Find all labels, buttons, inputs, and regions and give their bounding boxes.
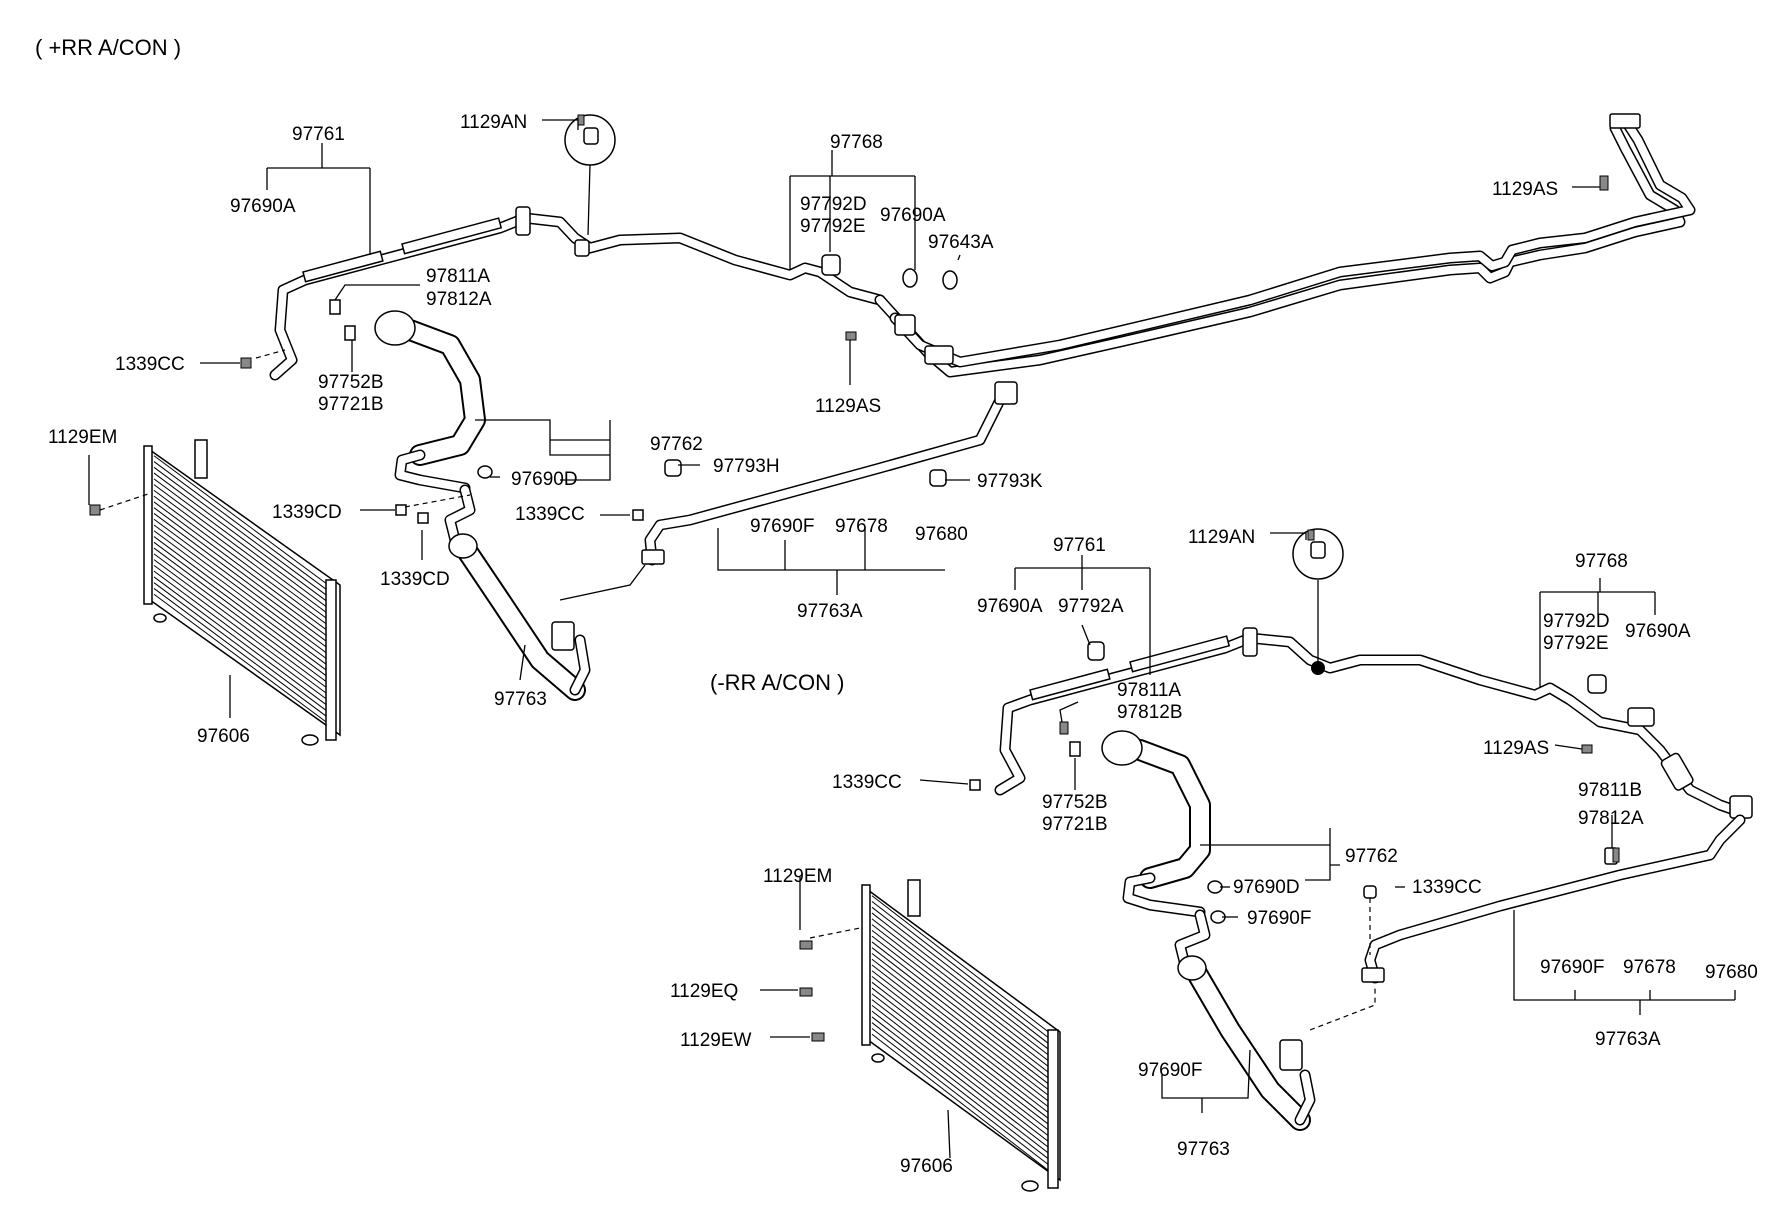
label-97690d: 97690D bbox=[511, 469, 578, 490]
label-97792e-b: 97792E bbox=[1543, 633, 1609, 654]
label-97690a: 97690A bbox=[230, 196, 296, 217]
label-97812b-b: 97812B bbox=[1117, 702, 1183, 723]
label-1129an: 1129AN bbox=[460, 112, 527, 133]
condenser-top bbox=[143, 439, 341, 746]
label-97690d-b: 97690D bbox=[1233, 877, 1300, 898]
label-97792e: 97792E bbox=[800, 216, 866, 237]
label-97792d-b: 97792D bbox=[1543, 611, 1610, 632]
discharge-hose-97762 bbox=[374, 310, 486, 494]
suction-line-97763a-b bbox=[1361, 814, 1746, 984]
label-1339cc-2: 1339CC bbox=[515, 504, 585, 525]
label-97606: 97606 bbox=[197, 726, 250, 747]
label-97690f-3-b: 97690F bbox=[1138, 1060, 1202, 1081]
liquid-line-97761-b bbox=[994, 627, 1753, 819]
label-97752b-b: 97752B bbox=[1042, 792, 1108, 813]
label-1129em-b: 1129EM bbox=[763, 866, 832, 887]
label-97761-b: 97761 bbox=[1053, 535, 1106, 556]
label-97678-b: 97678 bbox=[1623, 957, 1676, 978]
label-97752b: 97752B bbox=[318, 372, 384, 393]
label-97811a-b: 97811A bbox=[1117, 680, 1181, 701]
top-assembly: 97761 97690A 1129AN 97768 97792D 97792E … bbox=[48, 112, 1696, 747]
rear-line-top bbox=[874, 113, 1696, 378]
label-1339cc-2-b: 1339CC bbox=[1412, 877, 1482, 898]
label-97763a-b: 97763A bbox=[1595, 1029, 1661, 1050]
label-1129as: 1129AS bbox=[1492, 179, 1558, 200]
label-97793k: 97793K bbox=[977, 471, 1043, 492]
hose-97763-b bbox=[1174, 909, 1316, 1131]
leader-lines-top bbox=[88, 119, 1600, 718]
leader-lines-bottom bbox=[760, 532, 1736, 1159]
label-97680: 97680 bbox=[915, 524, 968, 545]
label-97763: 97763 bbox=[494, 689, 547, 710]
label-97768-b: 97768 bbox=[1575, 551, 1628, 572]
condenser-bottom bbox=[861, 879, 1061, 1192]
label-97768: 97768 bbox=[830, 132, 883, 153]
label-97762: 97762 bbox=[650, 434, 703, 455]
section-title-without-rear-ac: (-RR A/CON ) bbox=[710, 670, 844, 695]
label-97812a-b: 97812A bbox=[1578, 808, 1644, 829]
label-97680-b: 97680 bbox=[1705, 962, 1758, 983]
label-1339cc: 1339CC bbox=[115, 354, 185, 375]
label-97811a: 97811A bbox=[426, 266, 490, 287]
label-97761: 97761 bbox=[292, 124, 345, 145]
label-97690a-2: 97690A bbox=[880, 205, 946, 226]
label-97690a-2-b: 97690A bbox=[1625, 621, 1691, 642]
label-97690f-b: 97690F bbox=[1247, 908, 1311, 929]
label-1339cc-b: 1339CC bbox=[832, 772, 902, 793]
small-parts-bottom bbox=[799, 528, 1620, 1042]
label-97812a: 97812A bbox=[426, 289, 492, 310]
label-97678: 97678 bbox=[835, 516, 888, 537]
bottom-assembly: 97761 97690A 97792A 1129AN 97768 97792D … bbox=[670, 527, 1758, 1192]
label-1129ew-b: 1129EW bbox=[680, 1030, 752, 1051]
label-97721b: 97721B bbox=[318, 394, 384, 415]
label-97763-b: 97763 bbox=[1177, 1139, 1230, 1160]
label-97721b-b: 97721B bbox=[1042, 814, 1108, 835]
label-97811b-b: 97811B bbox=[1578, 780, 1642, 801]
liquid-line-97761 bbox=[269, 206, 886, 381]
suction-line-97763a bbox=[641, 381, 1018, 566]
label-97793h: 97793H bbox=[713, 456, 780, 477]
label-97763a: 97763A bbox=[797, 601, 863, 622]
label-97690f-2-b: 97690F bbox=[1540, 957, 1604, 978]
label-97792d: 97792D bbox=[800, 194, 867, 215]
label-1339cd: 1339CD bbox=[272, 502, 342, 523]
label-97606-b: 97606 bbox=[900, 1156, 953, 1177]
label-1129as-2: 1129AS bbox=[815, 396, 881, 417]
label-1129eq-b: 1129EQ bbox=[670, 981, 738, 1002]
label-1129as-b: 1129AS bbox=[1483, 738, 1549, 759]
discharge-hose-97762-b bbox=[1101, 730, 1211, 918]
labels-bottom: 97761 97690A 97792A 1129AN 97768 97792D … bbox=[670, 527, 1758, 1177]
labels-top: 97761 97690A 1129AN 97768 97792D 97792E … bbox=[48, 112, 1558, 747]
label-97792a-b: 97792A bbox=[1058, 596, 1124, 617]
label-1339cd-2: 1339CD bbox=[380, 569, 450, 590]
label-97762-b: 97762 bbox=[1345, 846, 1398, 867]
hose-97763 bbox=[444, 484, 591, 701]
section-title-with-rear-ac: ( +RR A/CON ) bbox=[35, 35, 181, 60]
label-1129em: 1129EM bbox=[48, 427, 117, 448]
label-97690f: 97690F bbox=[750, 516, 814, 537]
label-97643a: 97643A bbox=[928, 232, 994, 253]
label-1129an-b: 1129AN bbox=[1188, 527, 1255, 548]
label-97690a-b: 97690A bbox=[977, 596, 1043, 617]
